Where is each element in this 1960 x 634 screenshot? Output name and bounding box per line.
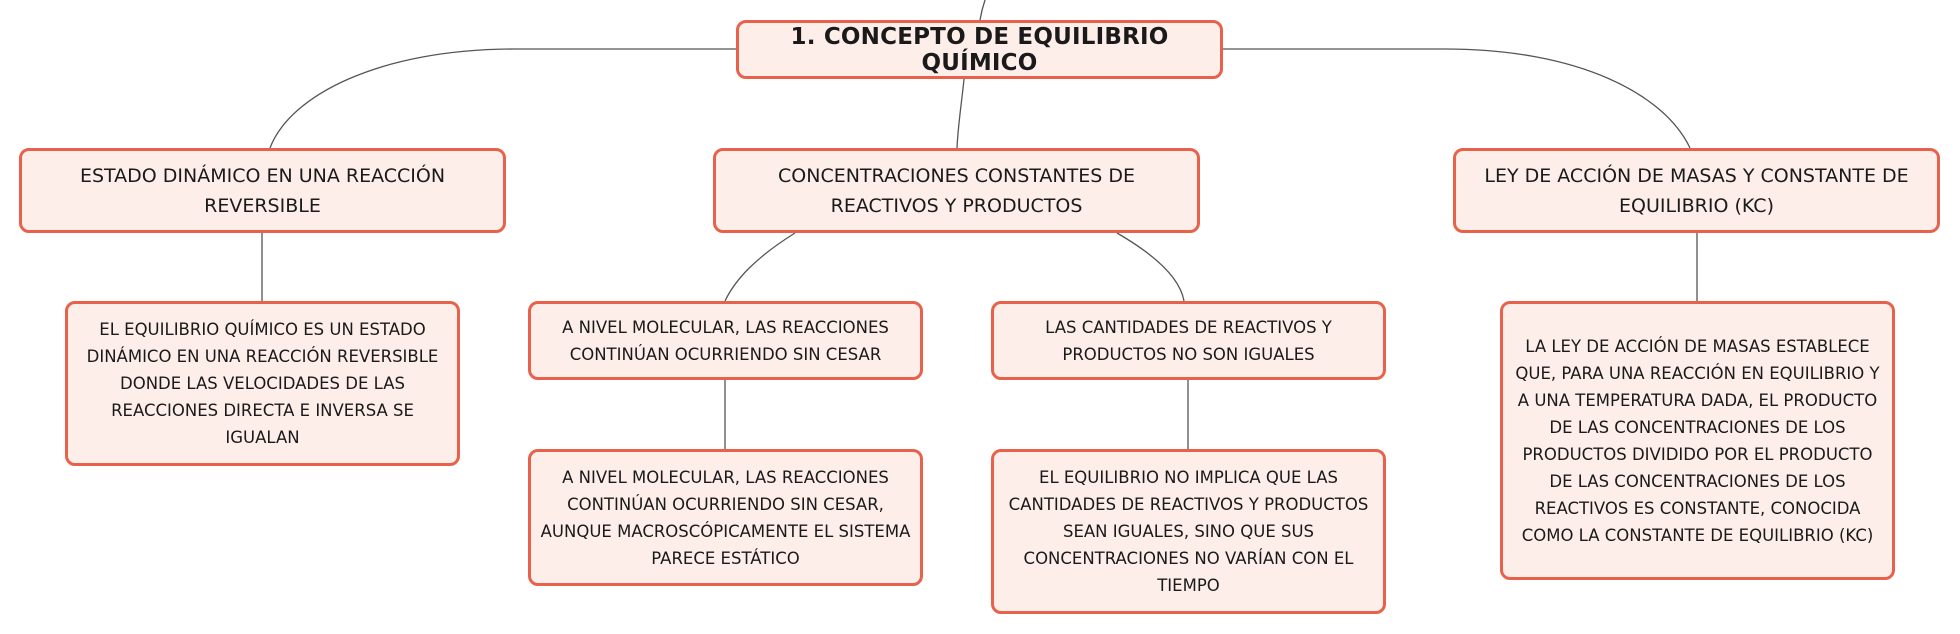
subtopic-cantidades[interactable]: LAS CANTIDADES DE REACTIVOS Y PRODUCTOS … (991, 301, 1386, 380)
subtopic-nivel-molecular[interactable]: A NIVEL MOLECULAR, LAS REACCIONES CONTIN… (528, 301, 923, 380)
connector-concentraciones-cantidades (1116, 232, 1185, 302)
subtopic-cantidades-detail[interactable]: EL EQUILIBRIO NO IMPLICA QUE LAS CANTIDA… (991, 449, 1386, 614)
topic-ley-accion-masas-label: LEY DE ACCIÓN DE MASAS Y CONSTANTE DE EQ… (1484, 164, 1909, 217)
topic-ley-accion-masas[interactable]: LEY DE ACCIÓN DE MASAS Y CONSTANTE DE EQ… (1453, 148, 1940, 233)
subtopic-ley-detail-text: LA LEY DE ACCIÓN DE MASAS ESTABLECE QUE,… (1515, 336, 1880, 545)
topic-estado-dinamico[interactable]: ESTADO DINÁMICO EN UNA REACCIÓN REVERSIB… (19, 148, 506, 233)
topic-concentraciones-constantes[interactable]: CONCENTRACIONES CONSTANTES DE REACTIVOS … (713, 148, 1200, 233)
connector-concentraciones-nivel (724, 232, 796, 302)
subtopic-nivel-molecular-detail[interactable]: A NIVEL MOLECULAR, LAS REACCIONES CONTIN… (528, 449, 923, 586)
subtopic-cantidades-detail-text: EL EQUILIBRIO NO IMPLICA QUE LAS CANTIDA… (1008, 468, 1369, 595)
topic-concentraciones-constantes-label: CONCENTRACIONES CONSTANTES DE REACTIVOS … (778, 164, 1135, 217)
connector-root-concentraciones (956, 78, 965, 149)
subtopic-cantidades-text: LAS CANTIDADES DE REACTIVOS Y PRODUCTOS … (1045, 317, 1332, 364)
subtopic-ley-detail[interactable]: LA LEY DE ACCIÓN DE MASAS ESTABLECE QUE,… (1500, 301, 1895, 580)
connector-root-estado (269, 48, 736, 149)
subtopic-nivel-molecular-text: A NIVEL MOLECULAR, LAS REACCIONES CONTIN… (562, 317, 889, 364)
subtopic-estado-detail[interactable]: EL EQUILIBRIO QUÍMICO ES UN ESTADO DINÁM… (65, 301, 460, 466)
subtopic-estado-detail-text: EL EQUILIBRIO QUÍMICO ES UN ESTADO DINÁM… (86, 320, 439, 447)
topic-estado-dinamico-label: ESTADO DINÁMICO EN UNA REACCIÓN REVERSIB… (79, 164, 446, 217)
central-topic[interactable]: 1. CONCEPTO DE EQUILIBRIO QUÍMICO (736, 20, 1223, 79)
connector-root-ley (1223, 48, 1691, 149)
connector-parent-root (979, 0, 986, 21)
subtopic-nivel-molecular-detail-text: A NIVEL MOLECULAR, LAS REACCIONES CONTIN… (540, 467, 911, 568)
central-topic-label: 1. CONCEPTO DE EQUILIBRIO QUÍMICO (790, 23, 1169, 76)
